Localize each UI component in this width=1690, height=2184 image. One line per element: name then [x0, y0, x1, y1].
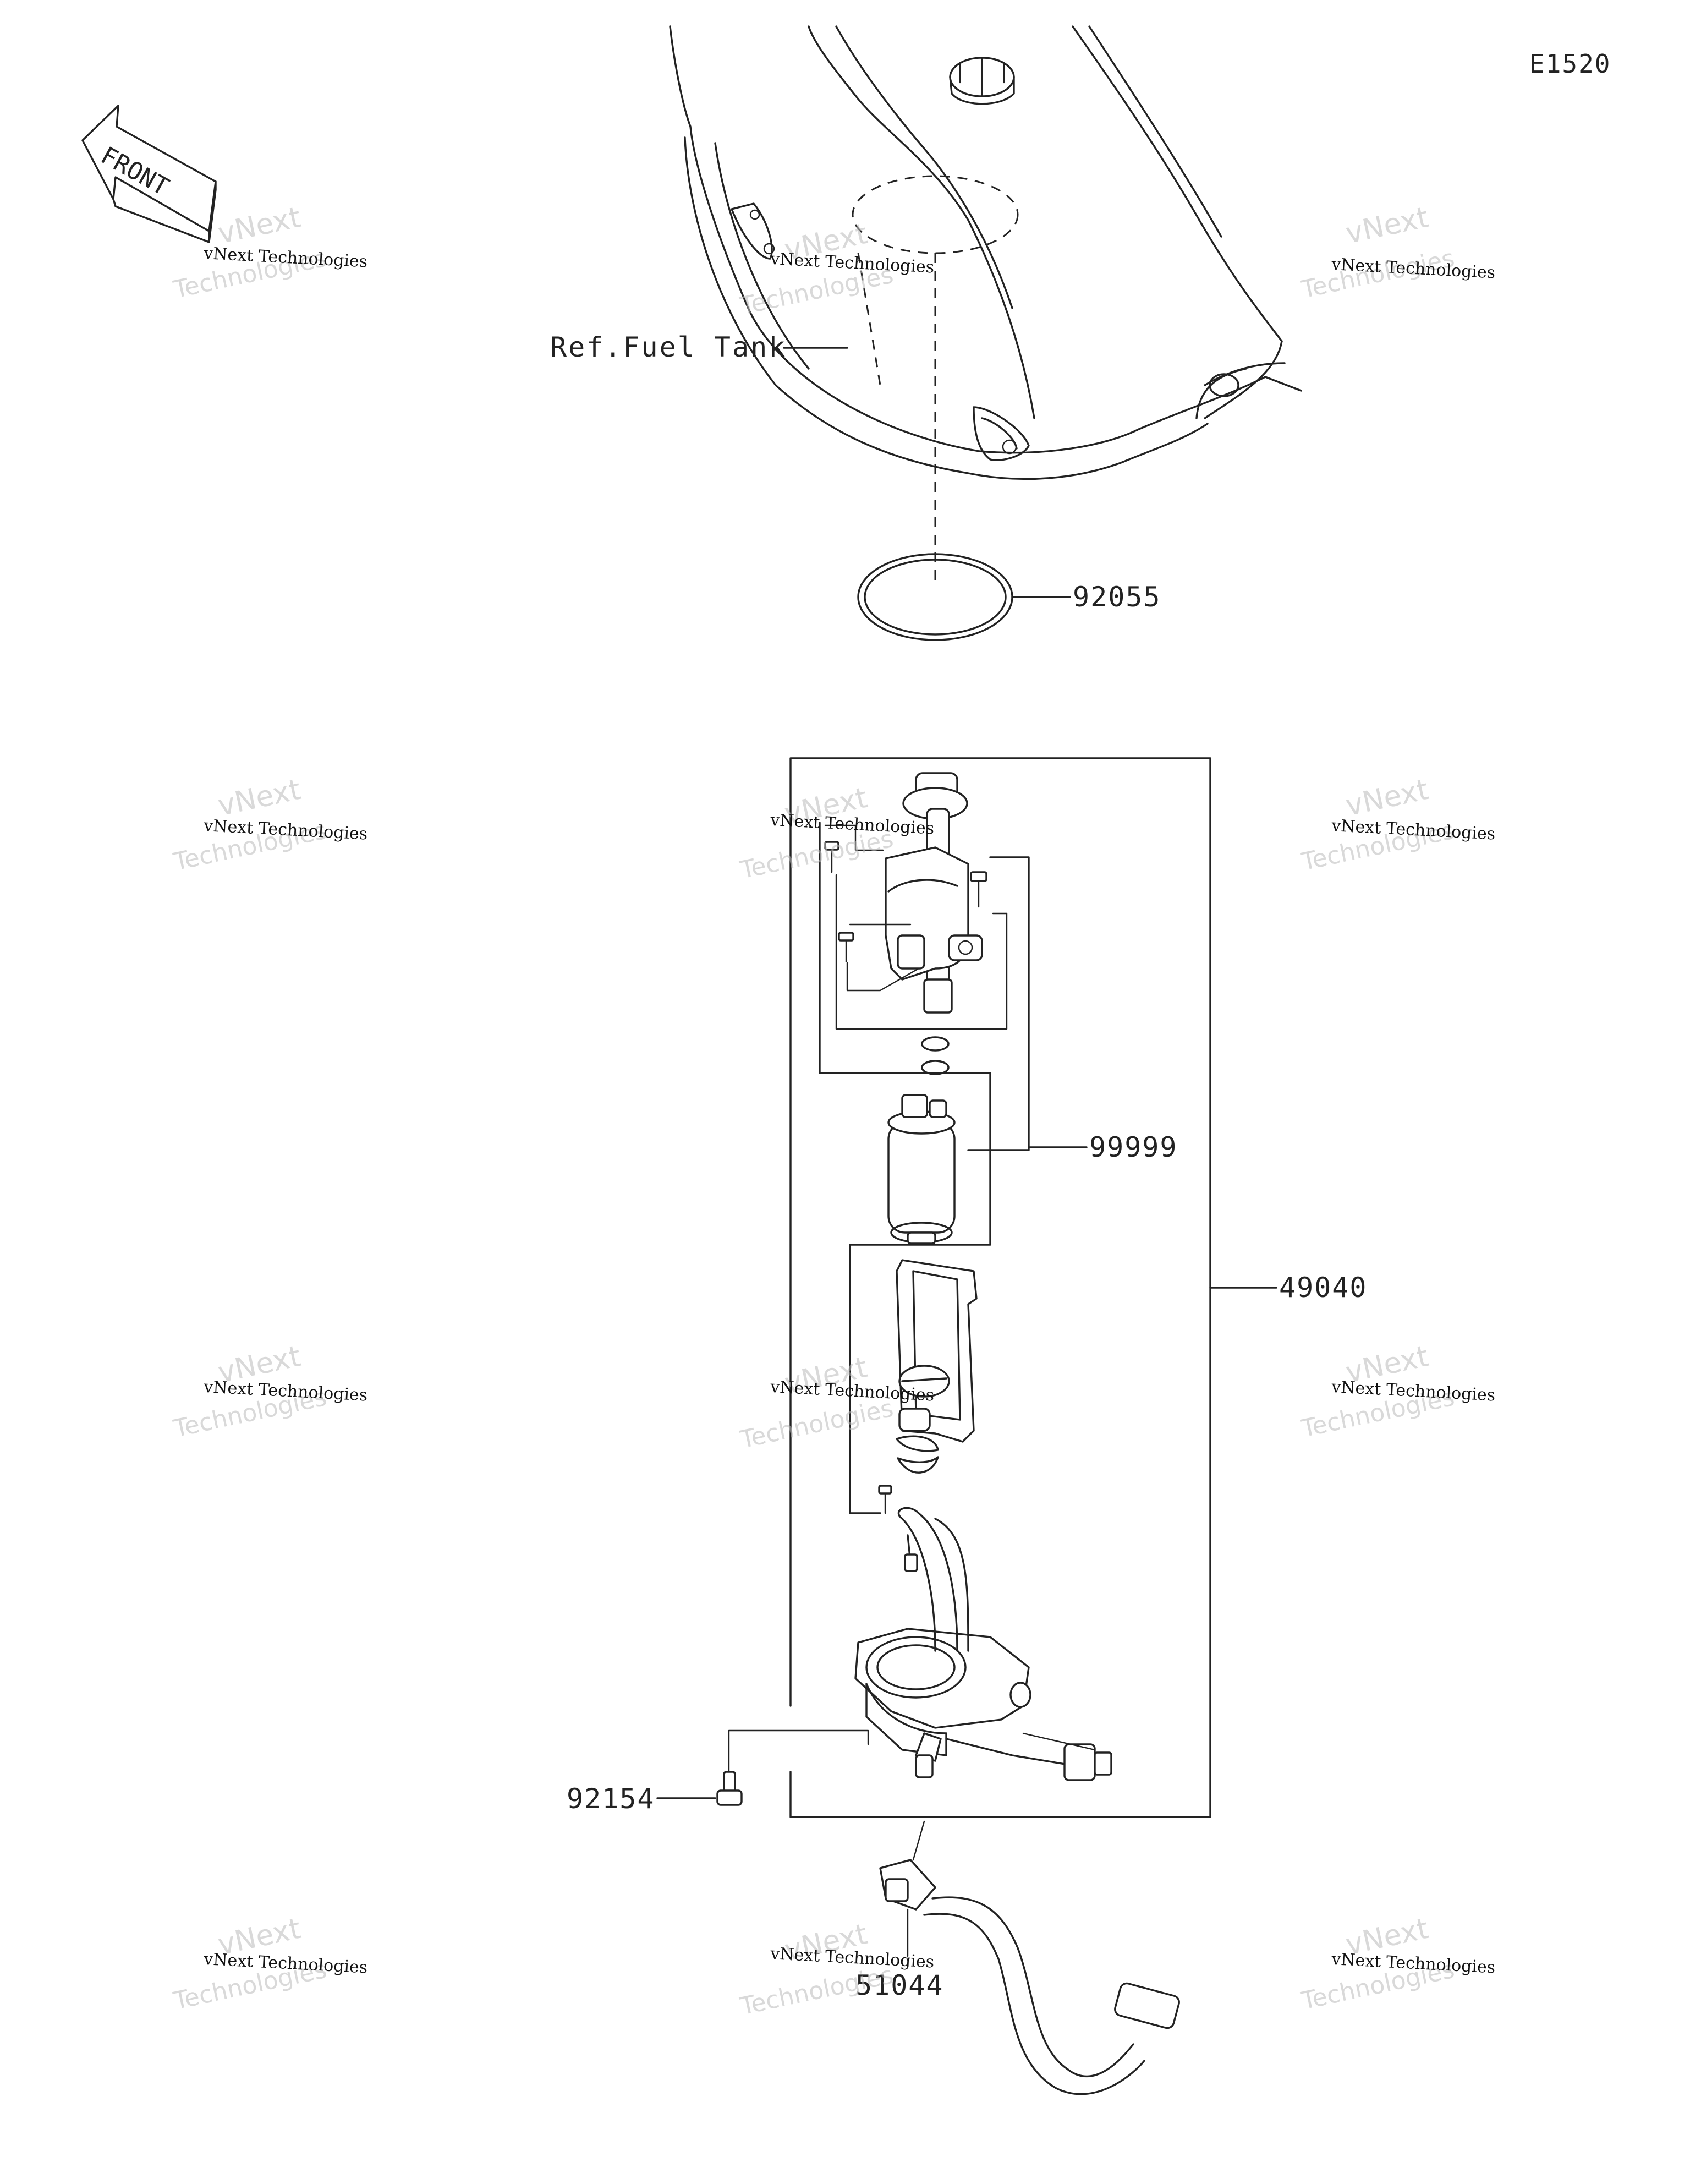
svg-text:vNext: vNext [1343, 773, 1431, 823]
part-number-92055: 92055 [1073, 581, 1161, 613]
reference-label: Ref.Fuel Tank [550, 331, 787, 363]
svg-text:vNext Technologies: vNext Technologies [770, 1944, 935, 1972]
bolt-92154 [656, 1729, 869, 1806]
part-number-51044: 51044 [855, 1969, 944, 2001]
o-ring [857, 553, 1071, 641]
pump-flange-base [854, 1507, 1112, 1781]
part-number-99999: 99999 [1089, 1131, 1178, 1163]
kit-99999-side [967, 856, 1030, 1151]
fuel-hose-51044 [879, 1820, 1180, 2095]
part-number-49040: 49040 [1279, 1272, 1368, 1304]
small-o-ring-2 [921, 1060, 950, 1075]
svg-text:vNext: vNext [215, 201, 304, 250]
svg-text:vNext: vNext [1343, 201, 1431, 250]
part-number-92154: 92154 [567, 1783, 655, 1815]
fuel-pump-motor [887, 1094, 956, 1245]
fuel-tank [669, 25, 1302, 583]
svg-text:Technologies: Technologies [737, 1961, 896, 2021]
small-o-ring-1 [921, 1036, 950, 1052]
svg-text:Technologies: Technologies [737, 1394, 896, 1454]
svg-text:vNext: vNext [215, 773, 304, 823]
front-arrow-icon: FRONT [81, 105, 217, 243]
fuel-strainer [878, 1259, 978, 1514]
pump-upper-housing [824, 772, 1008, 1030]
diagram-code: E1520 [1529, 49, 1611, 79]
kit-99999-bracket [819, 822, 991, 1514]
watermarks: vNext Technologies vNext Technologies vN… [171, 201, 1496, 2021]
